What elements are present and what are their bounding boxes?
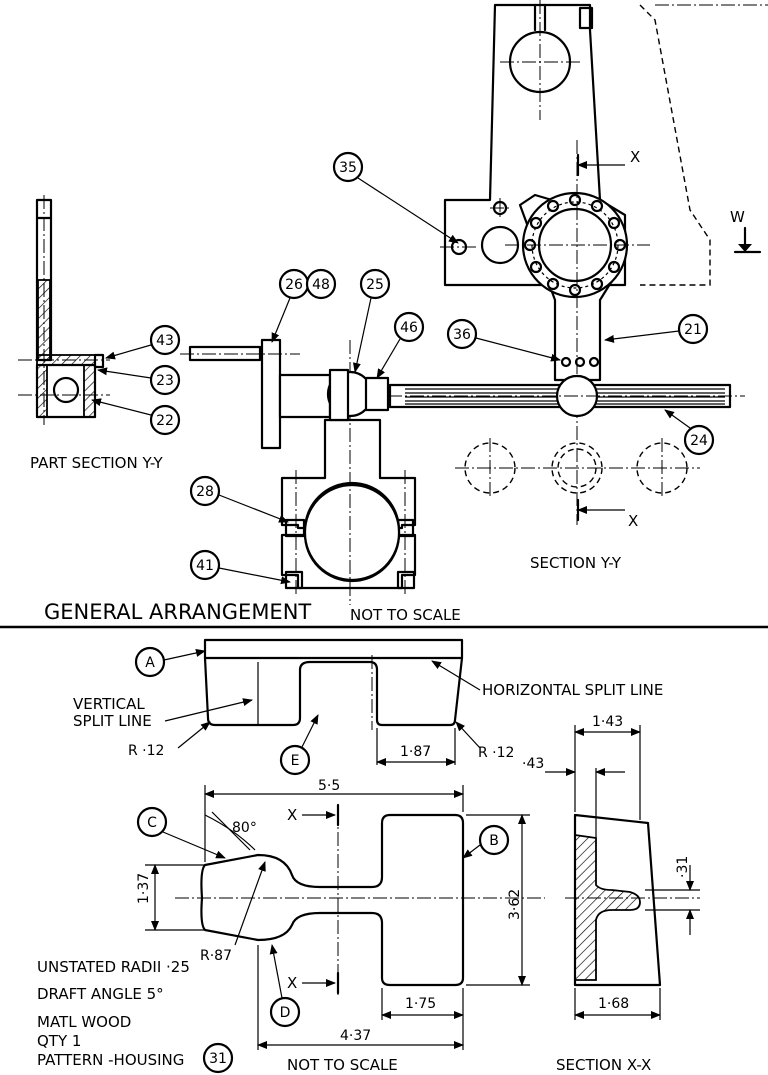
pattern-plan-view — [175, 810, 545, 995]
general-arrangement-view: X X W — [18, 0, 768, 624]
note-unstated-radii: UNSTATED RADII ·25 — [37, 958, 190, 976]
note-draft-angle: DRAFT ANGLE 5° — [37, 985, 164, 1003]
pattern-detail-view: A E C B D VERTICAL SPLIT LINE HORIZONTAL… — [37, 638, 700, 1074]
section-line-xx: X X — [576, 148, 640, 530]
note-quantity: QTY 1 — [37, 1032, 81, 1050]
svg-text:46: 46 — [400, 320, 418, 336]
dim-r12-left: R ·12 — [128, 743, 164, 759]
section-letter-x-top: X — [630, 148, 640, 166]
balloon-36: 36 — [446, 318, 561, 362]
balloon-41: 41 — [189, 549, 291, 585]
balloon-24: 24 — [664, 409, 715, 456]
dim-1-43: 1·43 — [592, 714, 623, 730]
balloon-25: 25 — [352, 268, 391, 373]
letter-balloon-e: E — [279, 714, 319, 776]
letter-balloon-c: C — [136, 806, 226, 859]
part-section-yy — [18, 195, 110, 425]
phantom-positions — [455, 438, 700, 498]
dim-5-5: 5·5 — [318, 778, 340, 794]
plan-section-letter-x-bottom: X — [287, 974, 297, 992]
balloon-23: 23 — [97, 364, 181, 396]
svg-text:25: 25 — [366, 277, 384, 293]
pattern-front-elevation — [203, 638, 464, 730]
svg-text:23: 23 — [156, 373, 174, 389]
dim-0-31: ·31 — [675, 856, 691, 878]
balloon-35: 35 — [332, 151, 459, 244]
letter-balloon-b: B — [462, 824, 510, 859]
svg-text:48: 48 — [312, 277, 330, 293]
svg-text:36: 36 — [453, 327, 471, 343]
svg-text:43: 43 — [156, 333, 174, 349]
section-xx-label: SECTION X-X — [556, 1056, 651, 1074]
svg-text:E: E — [291, 753, 300, 769]
balloon-21: 21 — [604, 313, 709, 345]
dim-r-87: R·87 — [200, 948, 232, 964]
letter-balloon-a: A — [134, 646, 206, 678]
svg-text:21: 21 — [684, 322, 702, 338]
note-pattern-name: PATTERN -HOUSING — [37, 1051, 184, 1069]
dim-r12-right: R ·12 — [478, 745, 514, 761]
dim-80-deg: 80° — [232, 820, 257, 836]
vertical-split-label-1: VERTICAL — [73, 695, 145, 713]
dim-1-75: 1·75 — [405, 996, 436, 1012]
balloon-28: 28 — [189, 475, 289, 523]
balloon-46: 46 — [376, 311, 425, 379]
ga-not-to-scale: NOT TO SCALE — [350, 606, 461, 624]
part-section-yy-label: PART SECTION Y-Y — [30, 454, 163, 472]
dim-0-43: ·43 — [522, 756, 544, 772]
shaft — [300, 374, 745, 418]
pattern-not-to-scale: NOT TO SCALE — [287, 1056, 398, 1074]
dim-3-62: 3·62 — [507, 889, 523, 920]
svg-text:D: D — [280, 1005, 291, 1021]
svg-text:26: 26 — [285, 277, 303, 293]
handle-and-ball-joint — [180, 338, 390, 450]
svg-text:24: 24 — [690, 433, 708, 449]
weld-letter: W — [730, 208, 745, 226]
vertical-split-label-2: SPLIT LINE — [73, 712, 152, 730]
balloon-43: 43 — [105, 324, 181, 360]
lever-arm — [505, 140, 650, 525]
letter-balloon-d: D — [269, 944, 301, 1028]
dim-1-87: 1·87 — [400, 744, 431, 760]
balloon-22: 22 — [91, 398, 181, 436]
dim-1-37: 1·37 — [136, 873, 152, 904]
section-yy-label: SECTION Y-Y — [530, 554, 622, 572]
svg-text:41: 41 — [196, 558, 214, 574]
part-balloon-31: 31 — [202, 1042, 234, 1074]
pattern-section-xx — [565, 813, 700, 987]
svg-text:28: 28 — [196, 484, 214, 500]
svg-text:31: 31 — [209, 1051, 227, 1067]
svg-text:35: 35 — [339, 160, 357, 176]
note-material: MATL WOOD — [37, 1013, 131, 1031]
clamp-housing — [280, 340, 417, 605]
svg-text:22: 22 — [156, 413, 174, 429]
horizontal-split-label: HORIZONTAL SPLIT LINE — [482, 681, 663, 699]
svg-text:B: B — [489, 833, 499, 849]
plan-section-letter-x-top: X — [287, 806, 297, 824]
balloon-26-48: 26 48 — [271, 268, 337, 343]
dim-1-68: 1·68 — [598, 996, 629, 1012]
svg-text:A: A — [145, 655, 155, 671]
weld-symbol: W — [730, 208, 762, 254]
svg-text:C: C — [147, 815, 157, 831]
general-arrangement-title: GENERAL ARRANGEMENT — [44, 600, 311, 624]
dim-4-37: 4·37 — [340, 1028, 371, 1044]
section-letter-x-bottom: X — [628, 512, 638, 530]
